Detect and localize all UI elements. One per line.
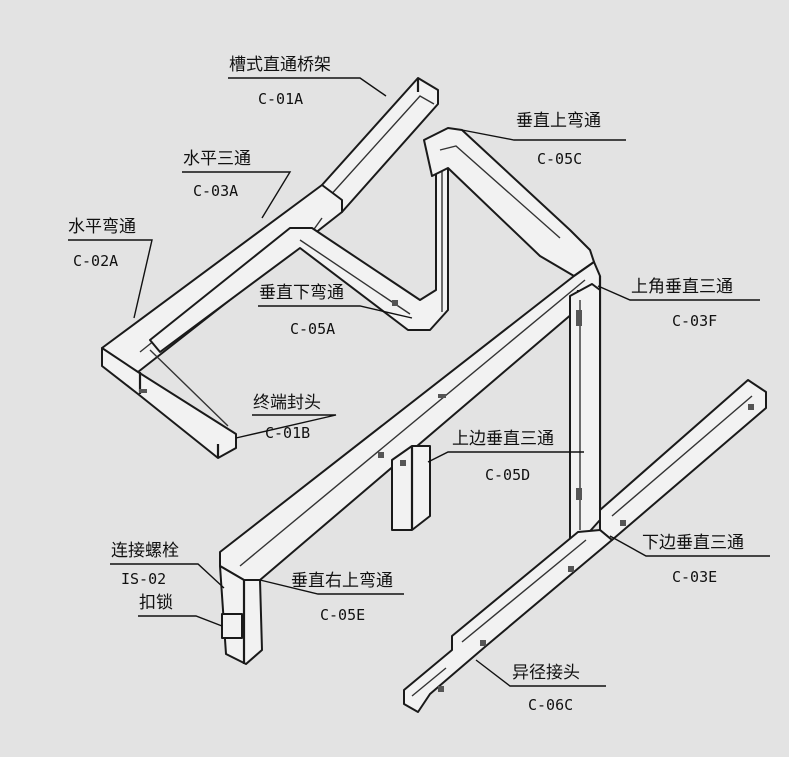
tray-lower-reducer-run	[403, 529, 613, 713]
label-c05a-name: 垂直下弯通	[259, 283, 344, 303]
label-c03a-name: 水平三通	[183, 149, 251, 169]
label-c05c-code: C-05C	[537, 150, 582, 168]
label-c05e-code: C-05E	[320, 606, 365, 624]
label-c05e: 垂直右上弯通 C-05E	[291, 571, 393, 624]
label-c05a-code: C-05A	[290, 320, 335, 338]
tray-drawing	[101, 77, 767, 713]
label-c05a: 垂直下弯通 C-05A	[259, 283, 344, 338]
label-c03f-name: 上角垂直三通	[631, 277, 733, 297]
label-c06c: 异径接头 C-06C	[512, 663, 580, 714]
label-c02a-name: 水平弯通	[68, 217, 136, 237]
label-c05c: 垂直上弯通 C-05C	[516, 111, 601, 168]
label-c03f-code: C-03F	[672, 312, 717, 330]
label-c01b: 终端封头 C-01B	[253, 393, 321, 442]
label-c02a: 水平弯通 C-02A	[68, 217, 136, 270]
label-c01b-code: C-01B	[265, 424, 310, 442]
tray-right-riser	[569, 283, 601, 541]
label-c03e-name: 下边垂直三通	[642, 533, 744, 553]
label-c03a-code: C-03A	[193, 182, 238, 200]
label-c03e: 下边垂直三通 C-03E	[642, 533, 744, 586]
label-c05d: 上边垂直三通 C-05D	[452, 429, 554, 484]
label-c05d-name: 上边垂直三通	[452, 429, 554, 449]
label-c03e-code: C-03E	[672, 568, 717, 586]
label-c01a: 槽式直通桥架 C-01A	[229, 55, 331, 108]
leader-lines	[68, 77, 770, 687]
tray-vertical-right-up-bend	[219, 565, 263, 665]
tray-upper-side-vertical-tee	[391, 445, 431, 531]
label-is02-code: IS-02	[121, 570, 166, 588]
tray-lower-right-run	[599, 379, 767, 541]
tray-left-bend-and-endcap	[101, 347, 237, 459]
label-c06c-code: C-06C	[528, 696, 573, 714]
label-c02a-code: C-02A	[73, 252, 118, 270]
label-c03a: 水平三通 C-03A	[183, 149, 251, 200]
label-is02: 连接螺栓 IS-02	[111, 541, 179, 588]
label-c05c-name: 垂直上弯通	[516, 111, 601, 131]
label-c01a-name: 槽式直通桥架	[229, 55, 331, 75]
label-c03f: 上角垂直三通 C-03F	[631, 277, 733, 330]
label-lock-name: 扣锁	[139, 593, 173, 613]
tray-upper-straight	[321, 77, 439, 213]
label-c01b-name: 终端封头	[253, 393, 321, 413]
label-c05e-name: 垂直右上弯通	[291, 571, 393, 591]
label-lock: 扣锁	[139, 593, 173, 613]
label-is02-name: 连接螺栓	[111, 541, 179, 561]
label-c01a-code: C-01A	[258, 90, 303, 108]
bolt-slots	[139, 300, 754, 692]
label-c05d-code: C-05D	[485, 466, 530, 484]
label-c06c-name: 异径接头	[512, 663, 580, 683]
